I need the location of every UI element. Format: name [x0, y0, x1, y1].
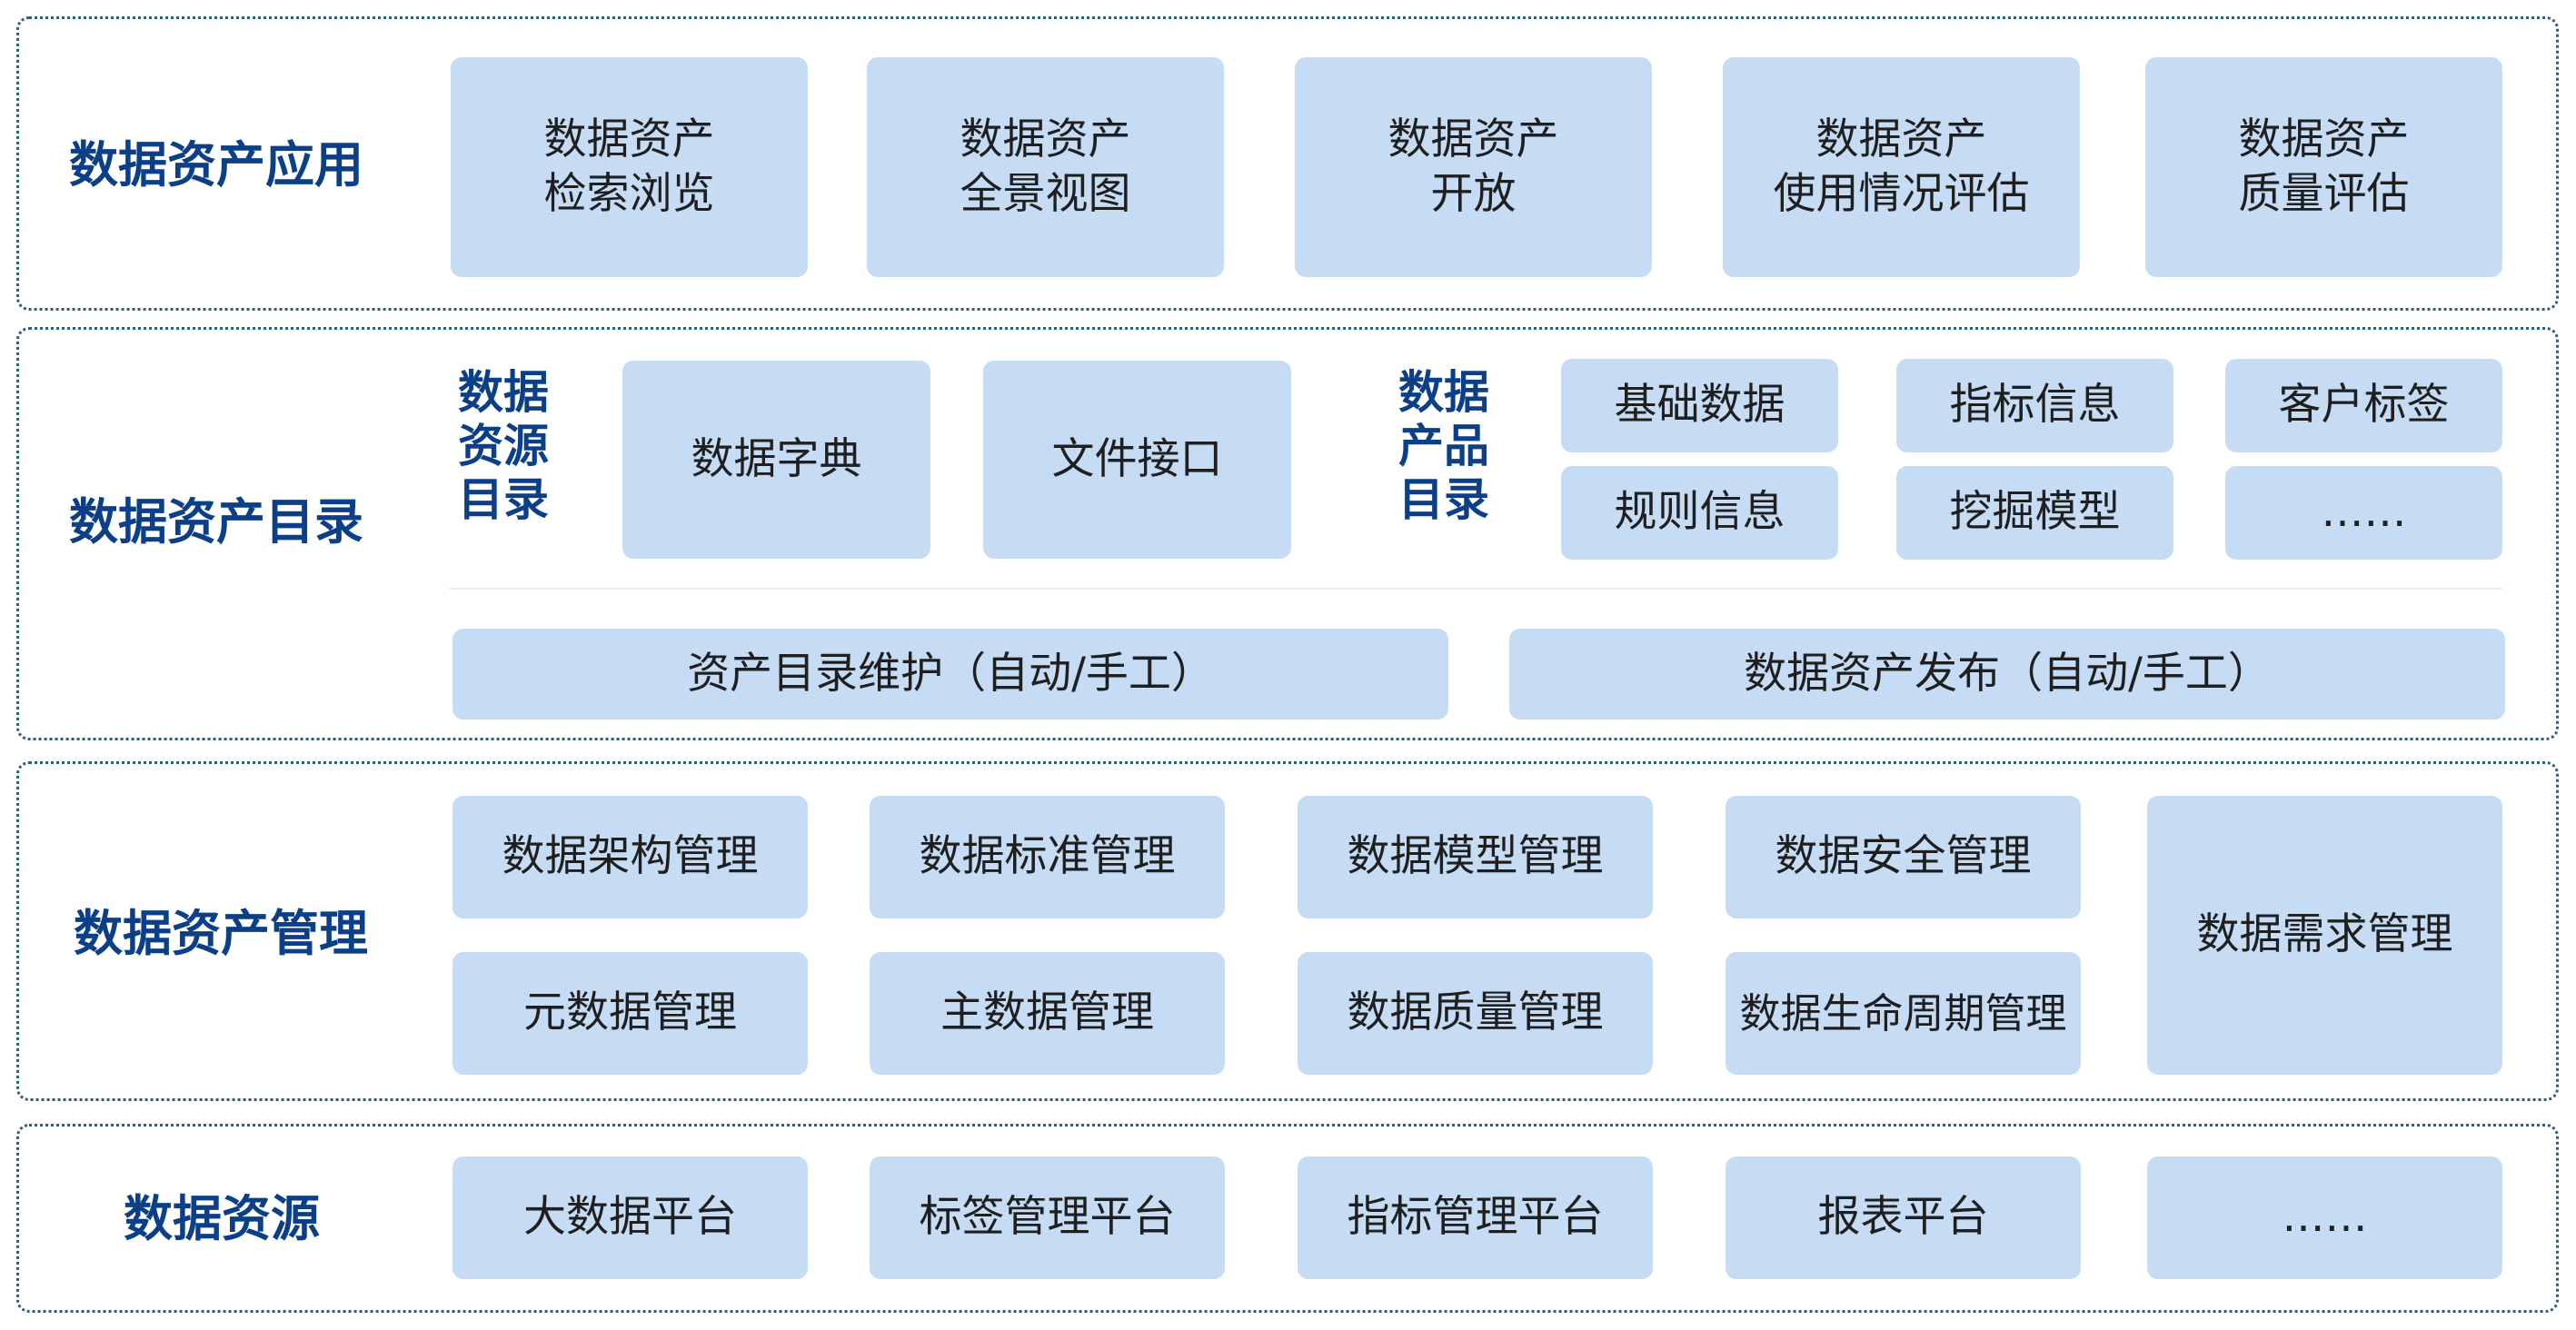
asset-publish-box: 数据资产发布（自动/手工） — [1509, 629, 2505, 720]
box-label: 数据架构管理 — [502, 831, 759, 882]
app-panorama-view-box: 数据资产 全景视图 — [867, 57, 1224, 277]
app-search-browse-box: 数据资产 检索浏览 — [451, 57, 808, 277]
box-label: 标签管理平台 — [919, 1192, 1176, 1243]
tag-mgmt-platform-box: 标签管理平台 — [870, 1156, 1225, 1279]
box-label: 资产目录维护（自动/手工） — [687, 648, 1214, 699]
catalog-layer-title: 数据资产目录 — [69, 493, 363, 551]
box-line: 数据资产 — [1387, 114, 1559, 164]
data-security-mgmt-box: 数据安全管理 — [1726, 796, 2081, 918]
box-label: 挖掘模型 — [1949, 487, 2121, 538]
mining-model-box: 挖掘模型 — [1896, 466, 2173, 560]
box-label: 数据质量管理 — [1347, 988, 1604, 1038]
label-line: 产品 — [1398, 420, 1489, 472]
rule-info-box: 规则信息 — [1561, 466, 1838, 560]
data-model-mgmt-box: 数据模型管理 — [1298, 796, 1653, 918]
box-line: 数据资产 — [543, 114, 715, 164]
source-layer: 数据资源 大数据平台 标签管理平台 指标管理平台 报表平台 …… — [16, 1124, 2559, 1313]
box-label: 指标管理平台 — [1347, 1192, 1604, 1243]
management-layer-title: 数据资产管理 — [74, 905, 368, 962]
box-label: 数据安全管理 — [1775, 831, 2032, 882]
app-layer-title: 数据资产应用 — [69, 136, 363, 194]
more-products-box: …… — [2225, 466, 2502, 560]
app-quality-eval-box: 数据资产 质量评估 — [2145, 57, 2502, 277]
box-line: 使用情况评估 — [1773, 169, 2030, 219]
box-label: 数据生命周期管理 — [1739, 988, 2067, 1037]
box-label: 基础数据 — [1614, 380, 1785, 431]
box-line: 检索浏览 — [543, 169, 715, 219]
box-label: 规则信息 — [1614, 487, 1785, 538]
catalog-layer: 数据资产目录 数据 资源 目录 数据字典 文件接口 数据 产品 目录 基础数据 … — [16, 327, 2559, 740]
report-platform-box: 报表平台 — [1726, 1156, 2081, 1279]
box-label: …… — [2282, 1192, 2368, 1243]
data-dictionary-box: 数据字典 — [622, 361, 930, 559]
data-demand-mgmt-box: 数据需求管理 — [2147, 796, 2502, 1075]
box-label: 报表平台 — [1817, 1192, 1989, 1243]
file-interface-box: 文件接口 — [983, 361, 1291, 559]
label-line: 目录 — [458, 473, 549, 526]
box-line: 数据资产 — [960, 114, 1131, 164]
label-line: 目录 — [1398, 473, 1489, 526]
master-data-mgmt-box: 主数据管理 — [870, 952, 1225, 1075]
source-layer-title: 数据资源 — [124, 1190, 320, 1247]
box-line: 全景视图 — [960, 169, 1131, 219]
box-line: 质量评估 — [2238, 169, 2410, 219]
metadata-mgmt-box: 元数据管理 — [453, 952, 808, 1075]
catalog-maintenance-box: 资产目录维护（自动/手工） — [453, 629, 1448, 720]
box-line: 开放 — [1430, 169, 1517, 219]
box-label: 数据资产发布（自动/手工） — [1744, 648, 2271, 699]
customer-tag-box: 客户标签 — [2225, 359, 2502, 452]
box-label: 指标信息 — [1949, 380, 2121, 431]
data-quality-mgmt-box: 数据质量管理 — [1298, 952, 1653, 1075]
box-label: 数据模型管理 — [1347, 831, 1604, 882]
indicator-info-box: 指标信息 — [1896, 359, 2173, 452]
app-open-box: 数据资产 开放 — [1295, 57, 1652, 277]
box-label: 元数据管理 — [523, 988, 737, 1038]
catalog-divider — [449, 588, 2502, 590]
box-label: 文件接口 — [1051, 433, 1223, 484]
data-standard-mgmt-box: 数据标准管理 — [870, 796, 1225, 918]
data-lifecycle-mgmt-box: 数据生命周期管理 — [1726, 952, 2081, 1075]
app-usage-eval-box: 数据资产 使用情况评估 — [1723, 57, 2080, 277]
resource-catalog-label: 数据 资源 目录 — [458, 366, 549, 527]
box-label: 大数据平台 — [523, 1192, 737, 1243]
box-label: 数据需求管理 — [2196, 909, 2453, 960]
more-sources-box: …… — [2147, 1156, 2502, 1279]
label-line: 数据 — [1398, 366, 1489, 419]
box-line: 数据资产 — [1815, 114, 1987, 164]
product-catalog-label: 数据 产品 目录 — [1398, 366, 1489, 527]
box-label: …… — [2321, 487, 2407, 538]
app-layer: 数据资产应用 数据资产 检索浏览 数据资产 全景视图 数据资产 开放 数据资产 … — [16, 16, 2559, 311]
box-label: 主数据管理 — [940, 988, 1154, 1038]
basic-data-box: 基础数据 — [1561, 359, 1838, 452]
box-label: 客户标签 — [2278, 380, 2450, 431]
label-line: 资源 — [458, 420, 549, 472]
data-architecture-mgmt-box: 数据架构管理 — [453, 796, 808, 918]
box-label: 数据标准管理 — [919, 831, 1176, 882]
big-data-platform-box: 大数据平台 — [453, 1156, 808, 1279]
box-label: 数据字典 — [691, 433, 862, 484]
label-line: 数据 — [458, 366, 549, 419]
management-layer: 数据资产管理 数据架构管理 数据标准管理 数据模型管理 数据安全管理 数据需求管… — [16, 761, 2559, 1101]
indicator-mgmt-platform-box: 指标管理平台 — [1298, 1156, 1653, 1279]
box-line: 数据资产 — [2238, 114, 2410, 164]
